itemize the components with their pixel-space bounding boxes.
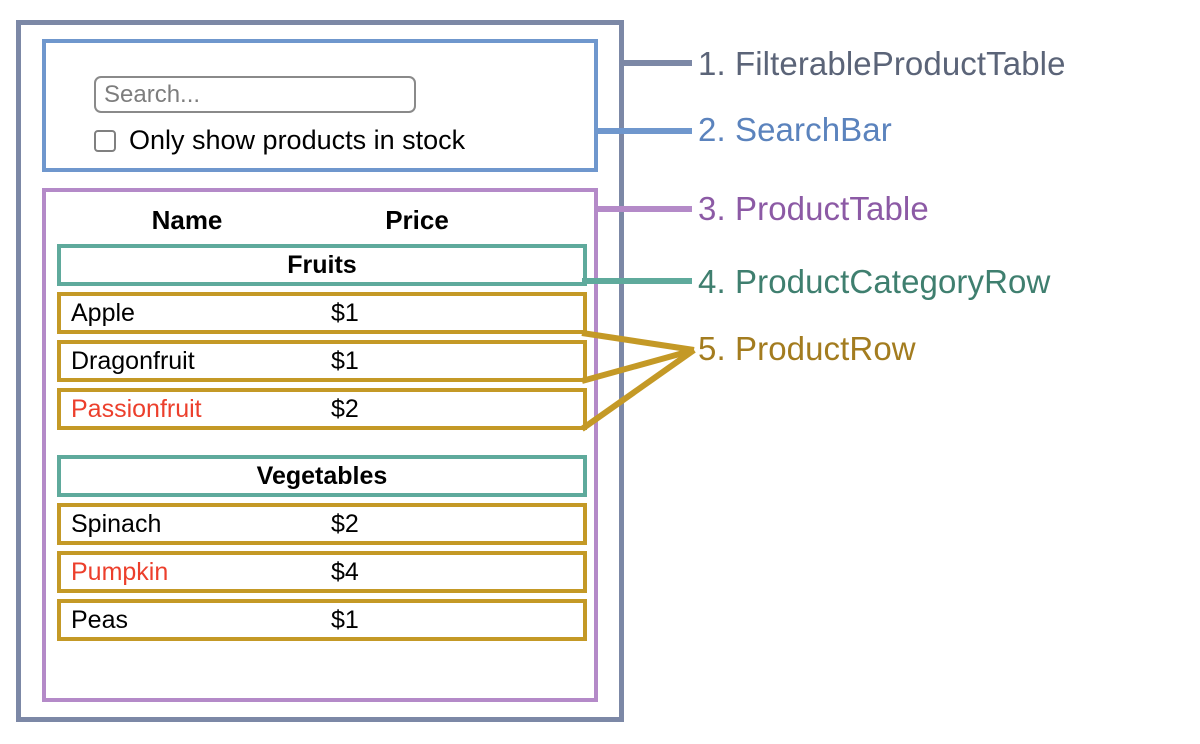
product-row: Pumpkin $4: [57, 551, 587, 593]
search-bar-frame: Only show products in stock: [42, 39, 598, 172]
product-category-label: Fruits: [287, 250, 357, 279]
legend-item-search-bar: 2. SearchBar: [698, 111, 892, 148]
product-row-name: Spinach: [71, 509, 162, 538]
column-header-name: Name: [151, 204, 223, 235]
product-row-price: $1: [331, 298, 359, 327]
product-row-price: $4: [331, 557, 359, 586]
legend-item-product-category-row: 4. ProductCategoryRow: [698, 263, 1051, 300]
product-row-price: $2: [331, 394, 359, 423]
legend: 1. FilterableProductTable 2. SearchBar 3…: [698, 0, 1198, 744]
legend-item-product-table: 3. ProductTable: [698, 190, 929, 227]
product-table-frame: Name Price Fruits Apple $1 Dragonfruit $…: [42, 188, 598, 702]
in-stock-filter-row[interactable]: Only show products in stock: [94, 127, 465, 154]
product-row-price: $2: [331, 509, 359, 538]
product-row: Passionfruit $2: [57, 388, 587, 430]
product-category-label: Vegetables: [256, 461, 388, 490]
product-category-row: Vegetables: [57, 455, 587, 497]
product-row-name: Apple: [71, 298, 135, 327]
product-row-name: Peas: [71, 605, 128, 634]
product-table-header: Name Price: [57, 196, 587, 244]
legend-item-product-row: 5. ProductRow: [698, 330, 916, 367]
product-category-row: Fruits: [57, 244, 587, 286]
legend-item-filterable-product-table: 1. FilterableProductTable: [698, 45, 1066, 82]
search-input[interactable]: [94, 76, 416, 113]
category-spacer: [57, 436, 587, 455]
in-stock-checkbox[interactable]: [94, 129, 116, 152]
column-header-price: Price: [385, 204, 449, 235]
product-row-name: Passionfruit: [71, 394, 202, 423]
product-row-price: $1: [331, 605, 359, 634]
product-row: Dragonfruit $1: [57, 340, 587, 382]
product-row-price: $1: [331, 346, 359, 375]
product-row: Peas $1: [57, 599, 587, 641]
product-row: Apple $1: [57, 292, 587, 334]
product-row-name: Dragonfruit: [71, 346, 195, 375]
product-row-name: Pumpkin: [71, 557, 169, 586]
product-table-inner: Name Price Fruits Apple $1 Dragonfruit $…: [57, 196, 587, 647]
product-row: Spinach $2: [57, 503, 587, 545]
in-stock-checkbox-label: Only show products in stock: [129, 125, 466, 155]
